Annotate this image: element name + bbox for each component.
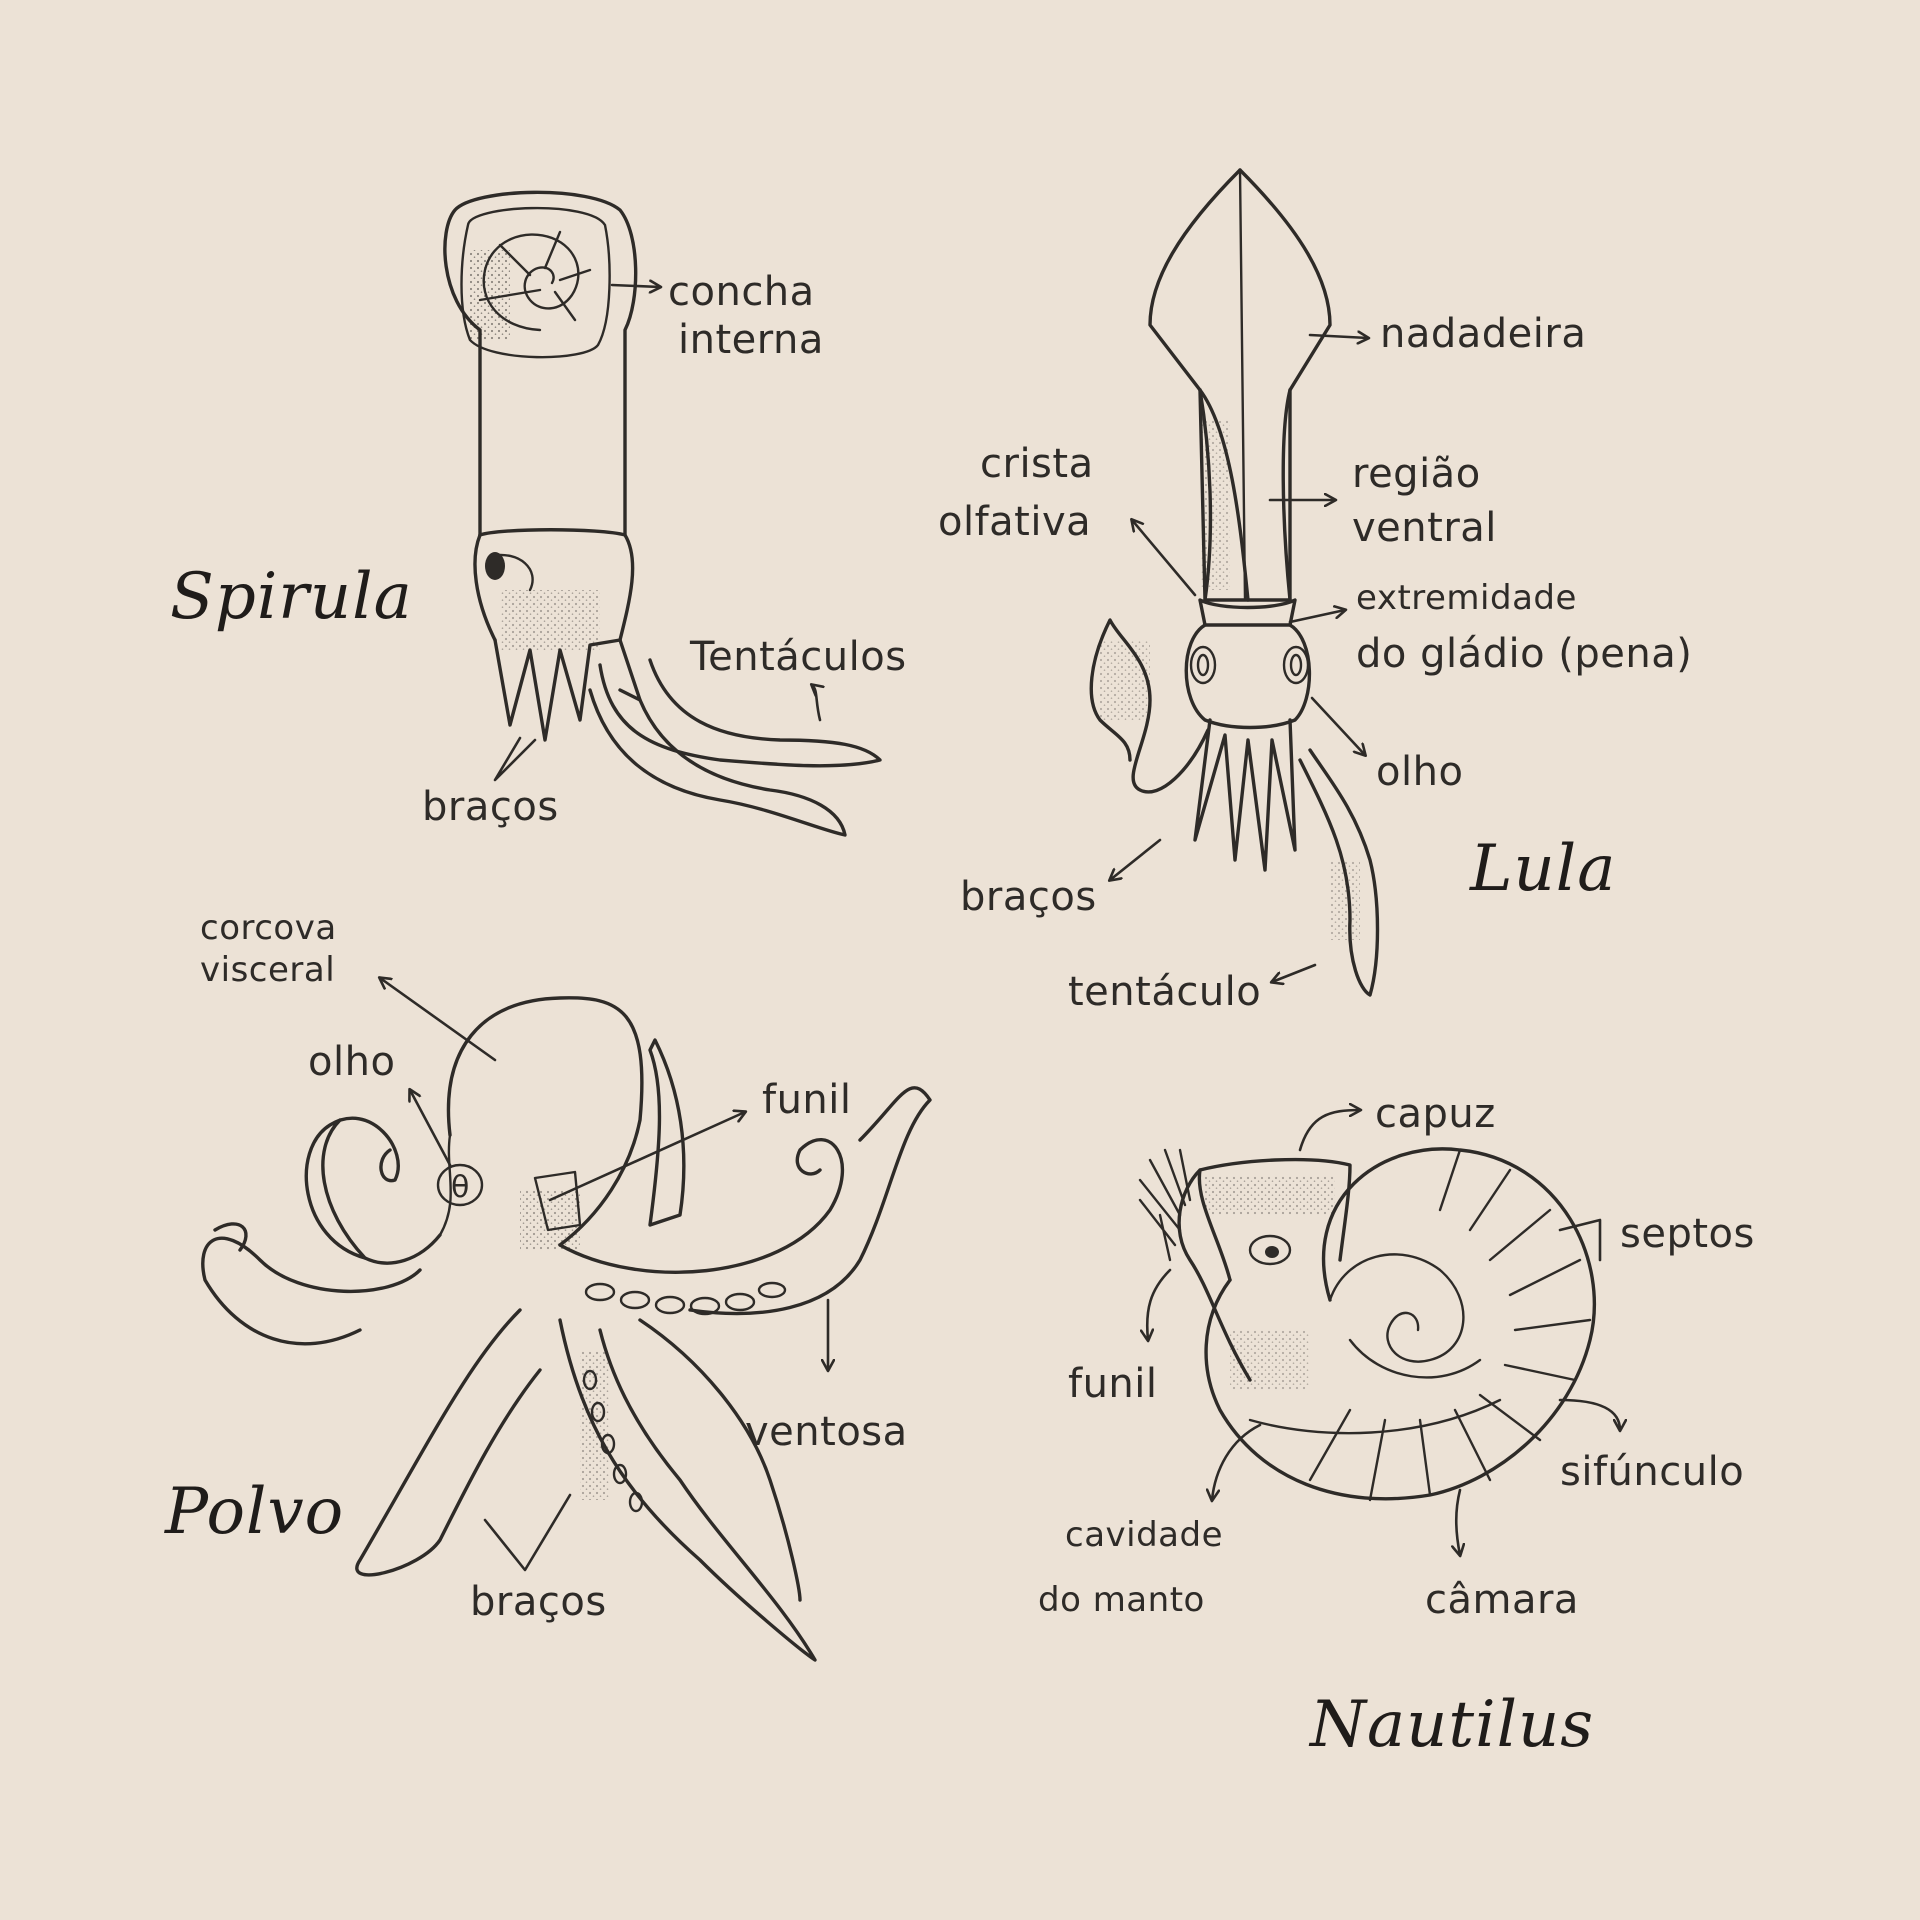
label-concha-interna-2: interna <box>678 317 824 363</box>
title-spirula: Spirula <box>170 560 413 634</box>
label-ventosa: ventosa <box>745 1409 908 1455</box>
nautilus-drawing <box>1138 1110 1620 1555</box>
label-concha-interna-1: concha <box>668 269 815 315</box>
label-extremidade-gladio-2: do gládio (pena) <box>1356 631 1693 677</box>
label-crista-olfativa-2: olfativa <box>938 499 1092 545</box>
label-cavidade-manto-2: do manto <box>1038 1580 1205 1620</box>
label-lula-olho: olho <box>1376 749 1464 795</box>
label-lula-bracos: braços <box>960 874 1097 920</box>
label-corcova-visceral-1: corcova <box>200 908 337 948</box>
label-camara: câmara <box>1425 1577 1579 1623</box>
label-capuz: capuz <box>1375 1091 1496 1137</box>
label-cavidade-manto-1: cavidade <box>1065 1515 1224 1555</box>
label-nadadeira: nadadeira <box>1380 311 1587 357</box>
title-lula: Lula <box>1470 832 1617 906</box>
label-spirula-bracos: braços <box>422 784 559 830</box>
title-nautilus: Nautilus <box>1310 1688 1595 1762</box>
label-regiao-ventral-1: região <box>1352 451 1481 497</box>
polvo-drawing: θ <box>201 978 932 1662</box>
label-polvo-olho: olho <box>308 1039 396 1085</box>
label-tentaculos: Tentáculos <box>690 634 907 680</box>
svg-text:θ: θ <box>451 1170 469 1205</box>
label-extremidade-gladio-1: extremidade <box>1356 578 1577 618</box>
label-regiao-ventral-2: ventral <box>1352 505 1497 551</box>
title-polvo: Polvo <box>165 1475 345 1549</box>
label-polvo-funil: funil <box>762 1077 852 1123</box>
label-crista-olfativa-1: crista <box>980 441 1094 487</box>
label-tentaculo: tentáculo <box>1068 969 1262 1015</box>
label-polvo-bracos: braços <box>470 1579 607 1625</box>
lula-drawing <box>1089 168 1380 997</box>
label-septos: septos <box>1620 1211 1755 1257</box>
label-nautilus-funil: funil <box>1068 1361 1158 1407</box>
spirula-drawing <box>443 190 882 837</box>
label-sifunculo: sifúnculo <box>1560 1449 1745 1495</box>
label-corcova-visceral-2: visceral <box>200 950 336 990</box>
